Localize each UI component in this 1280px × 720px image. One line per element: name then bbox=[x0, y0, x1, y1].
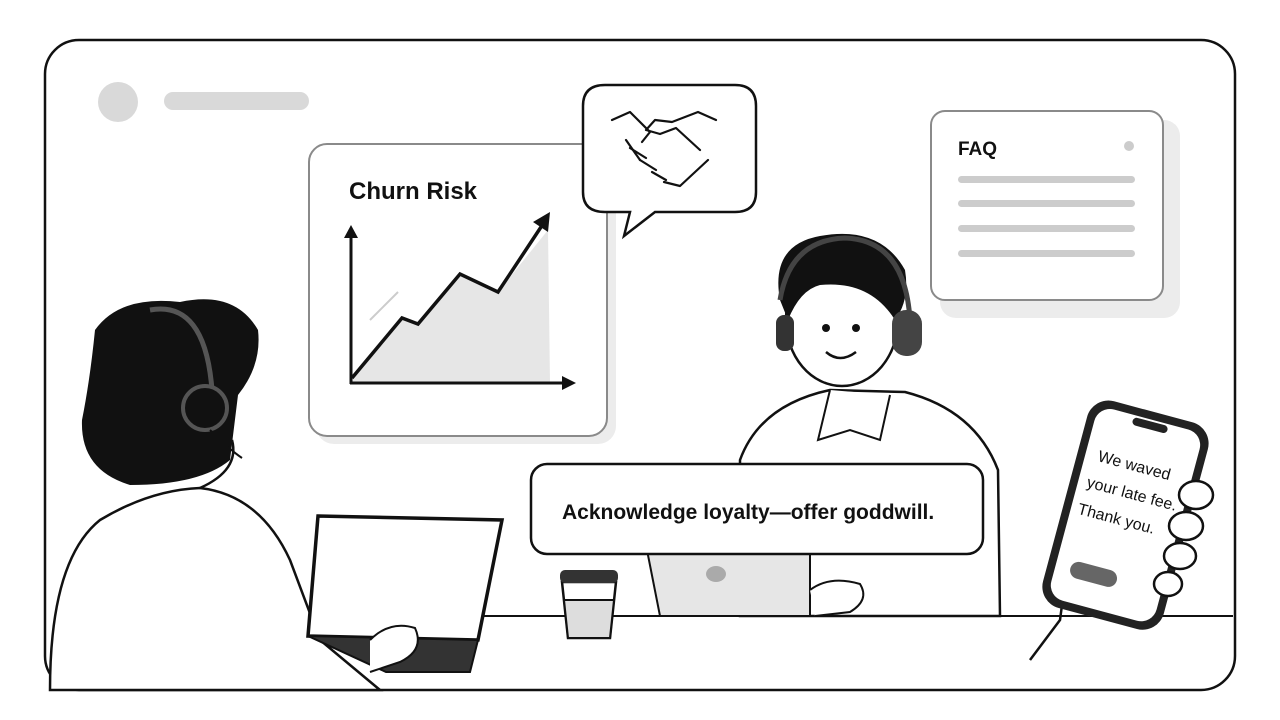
suggestion-text: Acknowledge loyalty—offer goddwill. bbox=[562, 501, 934, 524]
trend-line bbox=[350, 223, 545, 380]
laptop-icon bbox=[306, 514, 505, 673]
woman-agent bbox=[48, 299, 384, 692]
headset-icon bbox=[149, 306, 215, 391]
trend-arrow-head bbox=[533, 212, 550, 232]
handshake-bubble bbox=[581, 83, 758, 240]
faq-card: FAQ bbox=[930, 110, 1180, 318]
churn-risk-card: Churn Risk bbox=[308, 143, 616, 444]
x-axis-arrow bbox=[562, 376, 576, 390]
suggestion-bubble: Acknowledge loyalty—offer goddwill. bbox=[529, 462, 985, 556]
y-axis-arrow bbox=[344, 225, 358, 238]
coffee-cup-icon bbox=[560, 570, 618, 640]
avatar-placeholder bbox=[98, 82, 138, 122]
smartphone-icon: We waved your late fee. Thank you. bbox=[1029, 400, 1215, 661]
title-placeholder bbox=[164, 92, 309, 110]
handshake-icon bbox=[610, 110, 718, 188]
faq-title: FAQ bbox=[958, 139, 997, 160]
phone-action-button[interactable] bbox=[1068, 560, 1119, 589]
churn-risk-title: Churn Risk bbox=[349, 178, 478, 205]
chart-area bbox=[352, 230, 550, 383]
